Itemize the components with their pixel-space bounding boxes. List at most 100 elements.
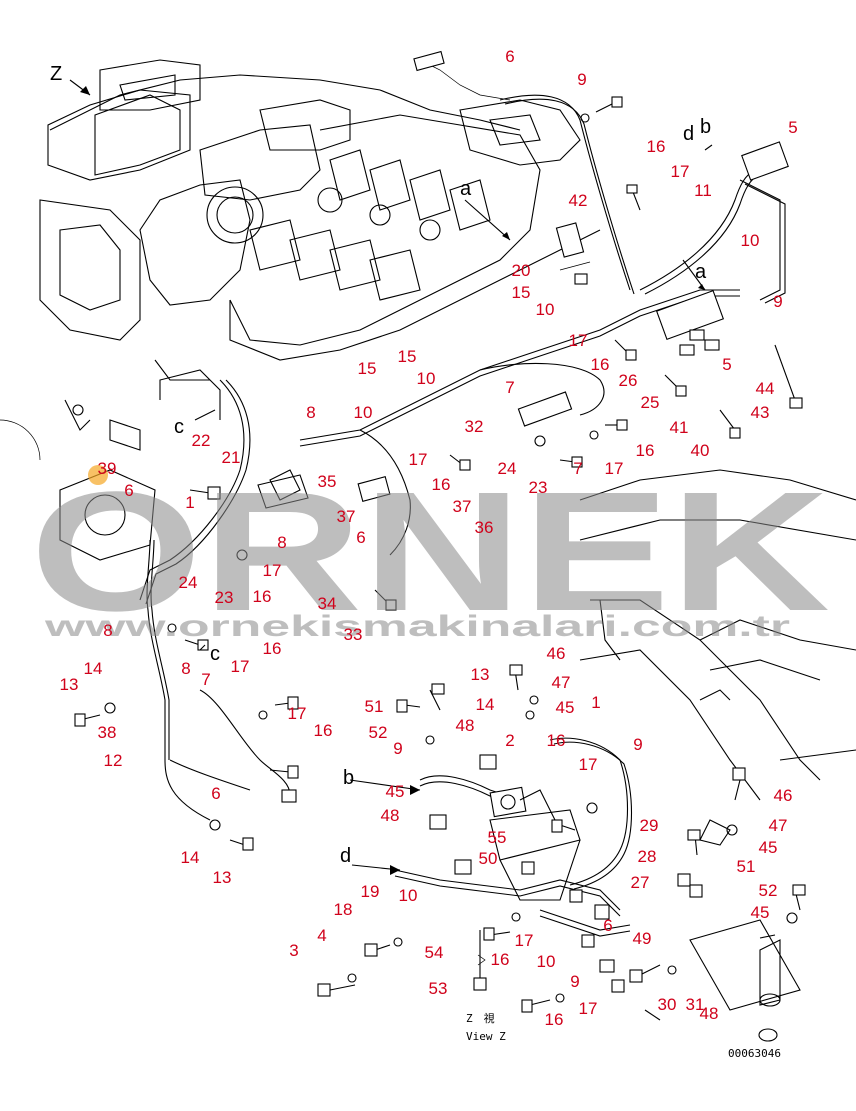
callout-number: 17 — [263, 561, 282, 580]
callout-number: 43 — [751, 403, 770, 422]
callout-number: 12 — [104, 751, 123, 770]
callout-number: 45 — [751, 903, 770, 922]
callout-number: 52 — [759, 881, 778, 900]
callout-number: 14 — [181, 848, 200, 867]
callout-number: 41 — [670, 418, 689, 437]
callout-number: 29 — [640, 816, 659, 835]
callout-number: 16 — [647, 137, 666, 156]
callout-number: 30 — [658, 995, 677, 1014]
callout-number: 16 — [314, 721, 333, 740]
view-letter-c-upper: c — [174, 416, 184, 438]
callout-number: 1 — [591, 693, 600, 712]
view-letter-b-lower: b — [343, 767, 354, 789]
callout-number: 31 — [686, 995, 705, 1014]
callout-number: 45 — [556, 698, 575, 717]
callout-number: 15 — [398, 347, 417, 366]
callout-number: 24 — [179, 573, 198, 592]
callout-number: 10 — [537, 952, 556, 971]
watermark: ORNEK www.ornekismakinalari.com.tr — [30, 457, 830, 647]
callout-number: 16 — [253, 587, 272, 606]
callout-number: 8 — [181, 659, 190, 678]
callout-number: 13 — [471, 665, 490, 684]
callout-number: 24 — [498, 459, 517, 478]
view-letter-a-top: a — [460, 178, 472, 200]
lower-harness-assembly — [317, 664, 806, 1042]
callout-number: 17 — [515, 931, 534, 950]
callout-number: 35 — [318, 472, 337, 491]
callout-number: 9 — [393, 739, 402, 758]
callout-number: 7 — [201, 670, 210, 689]
callout-number: 10 — [354, 403, 373, 422]
drawing-code: 00063046 — [728, 1047, 781, 1060]
view-letter-d-lower: d — [340, 845, 351, 867]
callout-number: 6 — [505, 47, 514, 66]
callout-number: 16 — [432, 475, 451, 494]
view-letter-b-top: b — [700, 116, 711, 138]
callout-number: 9 — [570, 972, 579, 991]
callout-number: 5 — [788, 118, 797, 137]
callout-number: 40 — [691, 441, 710, 460]
callout-number: 7 — [573, 459, 582, 478]
callout-number: 9 — [633, 735, 642, 754]
callout-number: 6 — [124, 481, 133, 500]
callout-number: 13 — [213, 868, 232, 887]
callout-number: 16 — [636, 441, 655, 460]
watermark-accent-dot — [88, 465, 108, 485]
callout-number: 14 — [84, 659, 103, 678]
view-caption-jp: Z 視 — [466, 1011, 495, 1025]
callout-number: 51 — [737, 857, 756, 876]
callout-number: 47 — [769, 816, 788, 835]
callout-number: 50 — [479, 849, 498, 868]
callout-number: 5 — [722, 355, 731, 374]
callout-number: 23 — [215, 588, 234, 607]
callout-number: 4 — [317, 926, 326, 945]
callout-number: 45 — [386, 782, 405, 801]
callout-number: 15 — [358, 359, 377, 378]
callout-number: 48 — [381, 806, 400, 825]
callout-number: 6 — [603, 916, 612, 935]
callout-number: 37 — [453, 497, 472, 516]
callout-number: 10 — [417, 369, 436, 388]
callout-number: 17 — [579, 999, 598, 1018]
callout-number: 10 — [536, 300, 555, 319]
callout-number: 18 — [334, 900, 353, 919]
callout-number: 23 — [529, 478, 548, 497]
view-letter-d-top: d — [683, 123, 694, 145]
callout-number: 3 — [289, 941, 298, 960]
callout-number: 14 — [476, 695, 495, 714]
callout-number: 21 — [222, 448, 241, 467]
callout-number: 53 — [429, 979, 448, 998]
callout-number: 16 — [263, 639, 282, 658]
callout-number: 45 — [759, 838, 778, 857]
callout-number: 47 — [552, 673, 571, 692]
callout-number: 17 — [579, 755, 598, 774]
callout-number: 17 — [605, 459, 624, 478]
callout-number: 46 — [547, 644, 566, 663]
view-letter-z: Z — [50, 63, 62, 85]
callout-number: 49 — [633, 929, 652, 948]
callout-number: 55 — [488, 828, 507, 847]
callout-number: 26 — [619, 371, 638, 390]
callout-number: 9 — [773, 292, 782, 311]
bolts-upper — [74, 96, 803, 851]
callout-number: 19 — [361, 882, 380, 901]
callout-number: 8 — [306, 403, 315, 422]
wire-harness-upper — [139, 94, 789, 821]
engine-block-drawing — [0, 50, 601, 561]
callout-number: 10 — [741, 231, 760, 250]
callout-number: 51 — [365, 697, 384, 716]
callout-number: 32 — [465, 417, 484, 436]
view-letter-c-lower: c — [210, 643, 220, 665]
callout-number: 46 — [774, 786, 793, 805]
callout-number: 36 — [475, 518, 494, 537]
callout-number: 9 — [577, 70, 586, 89]
callout-number: 54 — [425, 943, 444, 962]
callout-number: 28 — [638, 847, 657, 866]
view-letter-a-right: a — [695, 261, 707, 283]
callout-number: 13 — [60, 675, 79, 694]
callout-number: 7 — [505, 378, 514, 397]
callout-number: 20 — [512, 261, 531, 280]
callout-number: 25 — [641, 393, 660, 412]
callout-number: 44 — [756, 379, 775, 398]
